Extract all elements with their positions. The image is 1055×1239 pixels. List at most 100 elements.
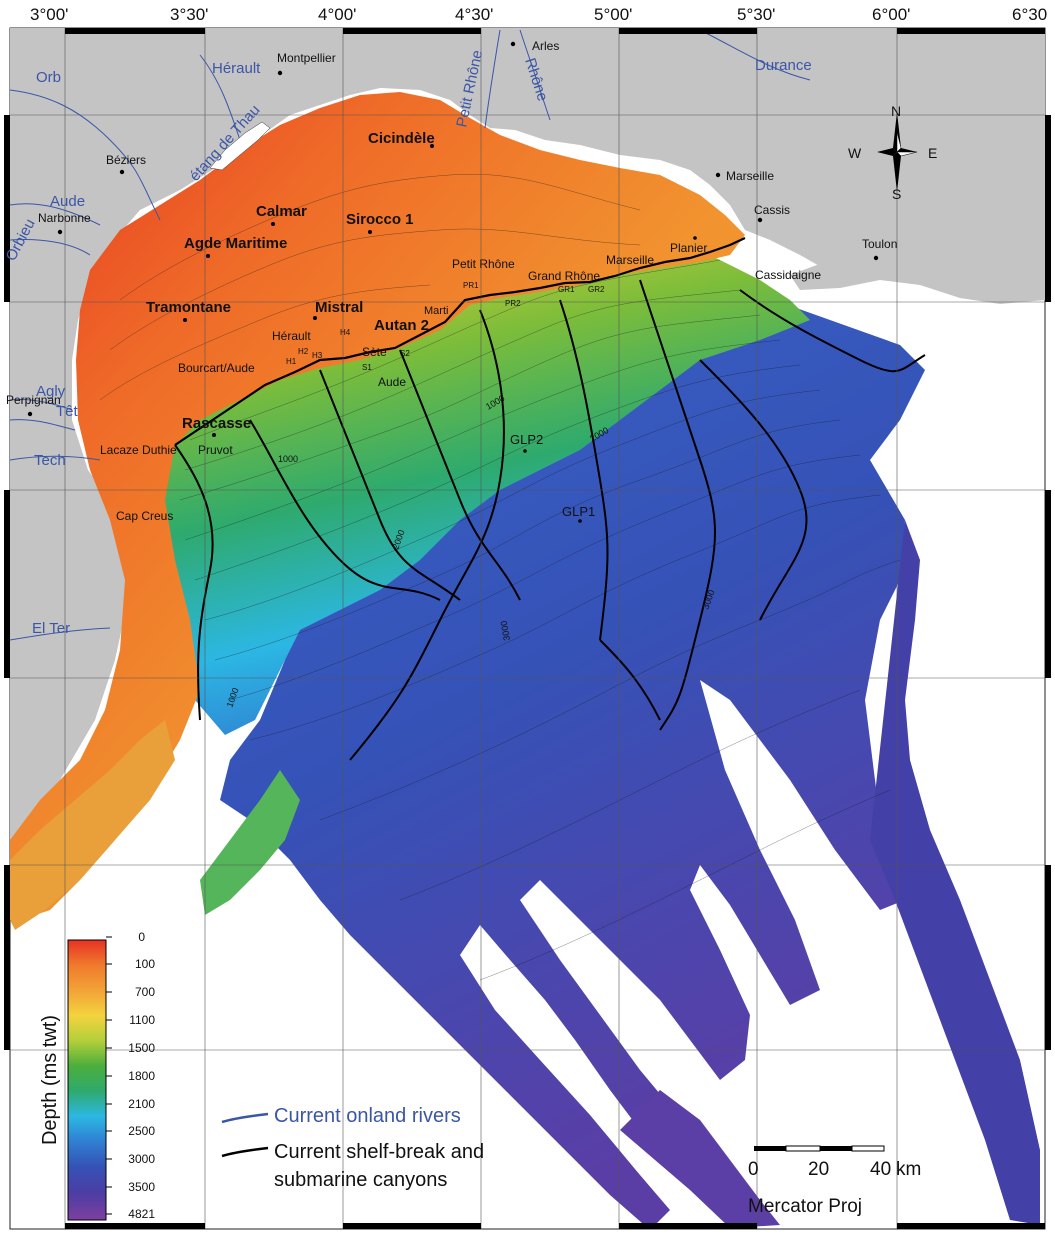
town-label: Arles	[532, 39, 559, 53]
canyon-code: GR1	[558, 285, 575, 294]
well-label: Grand Rhône	[528, 269, 600, 283]
well-label: Autan 2	[374, 317, 429, 334]
deep-arm-east	[870, 520, 1040, 1225]
well-labels: Cicindèle Calmar Sirocco 1 Agde Maritime…	[100, 130, 707, 523]
well-label: Calmar	[256, 203, 307, 220]
etang-de-thau	[209, 121, 271, 171]
compass-w: W	[848, 145, 862, 161]
deep-arm-south	[620, 1090, 780, 1228]
well-label: Petit Rhône	[452, 257, 515, 271]
legend-tick: 4821	[128, 1207, 155, 1221]
onland-rivers	[9, 29, 811, 641]
well-label: Mistral	[315, 299, 363, 316]
legend-tick: 3000	[128, 1152, 155, 1166]
continental-shelf	[10, 92, 745, 920]
projection-label: Mercator Proj	[748, 1196, 862, 1217]
graticule	[10, 28, 1045, 1229]
continental-slope	[150, 250, 810, 735]
river-label: Tech	[34, 452, 66, 469]
compass-rose: N S E W	[848, 103, 937, 202]
compass-e: E	[928, 145, 937, 161]
town-label: Cap Creus	[116, 509, 173, 523]
slope-sw-lobe	[200, 770, 300, 915]
lon-label: 5°00'	[594, 5, 632, 24]
canyon-code: GR2	[588, 285, 605, 294]
canyon-code: H2	[298, 347, 309, 356]
legend-tick: 2100	[128, 1097, 155, 1111]
well-label: Hérault	[272, 329, 311, 343]
well-label: Lacaze Duthie	[100, 443, 177, 457]
lon-label: 3°00'	[30, 5, 68, 24]
lon-label: 4°30'	[455, 5, 493, 24]
legend-canyons-label-1: Current shelf-break and	[274, 1141, 484, 1163]
legend-river-swatch	[221, 1112, 269, 1124]
depth-legend: Depth (ms twt) 0 100 700 1100 1500 1800 …	[39, 930, 155, 1221]
well-label: Marseille	[606, 253, 654, 267]
well-label: Cicindèle	[368, 130, 435, 147]
town-label: Narbonne	[38, 211, 91, 225]
contour-label: 3000	[499, 620, 512, 641]
well-label: Sète	[362, 345, 387, 359]
river-label: Durance	[755, 57, 812, 74]
scale-tick: 0	[748, 1159, 759, 1180]
river-label: Têt	[56, 403, 79, 420]
scale-bar: 0 20 40 km Mercator Proj	[748, 1145, 921, 1217]
legend-tick: 2500	[128, 1124, 155, 1138]
shelf-break-line	[174, 237, 746, 446]
canyon-code: S2	[400, 349, 410, 358]
lon-label: 6°30	[1012, 5, 1047, 24]
well-label: Aude	[378, 375, 406, 389]
town-label: Cassidaigne	[755, 268, 821, 282]
lon-label: 6°00'	[872, 5, 910, 24]
legend-tick: 1500	[128, 1041, 155, 1055]
well-label: Pruvot	[198, 443, 233, 457]
scale-tick: 20	[808, 1159, 829, 1180]
compass-s: S	[892, 186, 901, 202]
river-label: Agly	[36, 383, 66, 400]
legend-rivers-label: Current onland rivers	[274, 1105, 461, 1127]
contour-label: 1000	[278, 454, 298, 464]
line-legend: Current onland rivers Current shelf-brea…	[221, 1105, 484, 1191]
well-label: Planier	[670, 241, 707, 255]
legend-ticks: 0 100 700 1100 1500 1800 2100 2500 3000 …	[106, 930, 155, 1221]
land-mass-southeast	[790, 245, 1045, 304]
scale-tick: 40	[870, 1159, 891, 1180]
town-label: Perpignan	[6, 393, 61, 407]
well-label: Marti	[424, 305, 448, 317]
canyon-code: S1	[362, 363, 372, 372]
town-label: Béziers	[106, 153, 146, 167]
canyon-code: H3	[312, 351, 323, 360]
legend-tick: 3500	[128, 1180, 155, 1194]
frame-ticks	[4, 28, 1051, 1229]
canyon-code: PR2	[505, 299, 521, 308]
submarine-canyons	[174, 279, 926, 761]
compass-n: N	[891, 103, 901, 119]
well-label: Tramontane	[146, 299, 231, 316]
legend-tick: 100	[135, 957, 155, 971]
longitude-labels: 3°00' 3°30' 4°00' 4°30' 5°00' 5°30' 6°00…	[30, 5, 1047, 24]
lon-label: 4°00'	[318, 5, 356, 24]
town-label: Marseille	[726, 169, 774, 183]
legend-tick: 0	[138, 930, 145, 944]
legend-canyons-label-2: submarine canyons	[274, 1169, 447, 1191]
legend-canyon-swatch	[221, 1146, 269, 1158]
well-label: Sirocco 1	[346, 211, 414, 228]
well-label: GLP2	[510, 432, 543, 447]
depth-color-ramp	[67, 939, 107, 1221]
canyon-code: H4	[340, 328, 351, 337]
lon-label: 5°30'	[737, 5, 775, 24]
legend-tick: 1800	[128, 1069, 155, 1083]
well-label: GLP1	[562, 504, 595, 519]
town-label: Cassis	[754, 203, 790, 217]
canyon-code: H1	[286, 357, 297, 366]
legend-title: Depth (ms twt)	[39, 1015, 61, 1145]
canyon-codes: PR1 PR2 GR1 GR2 H1 H2 H3 H4 S1 S2	[286, 281, 605, 372]
town-labels: Montpellier Arles Béziers Narbonne Perpi…	[6, 39, 897, 523]
river-label: Hérault	[212, 60, 261, 77]
well-label: Agde Maritime	[184, 235, 287, 252]
well-label: Rascasse	[182, 415, 251, 432]
shelf-sw-lobe	[10, 720, 175, 930]
river-label: El Ter	[32, 620, 70, 637]
well-label: Bourcart/Aude	[178, 361, 255, 375]
legend-tick: 700	[135, 985, 155, 999]
